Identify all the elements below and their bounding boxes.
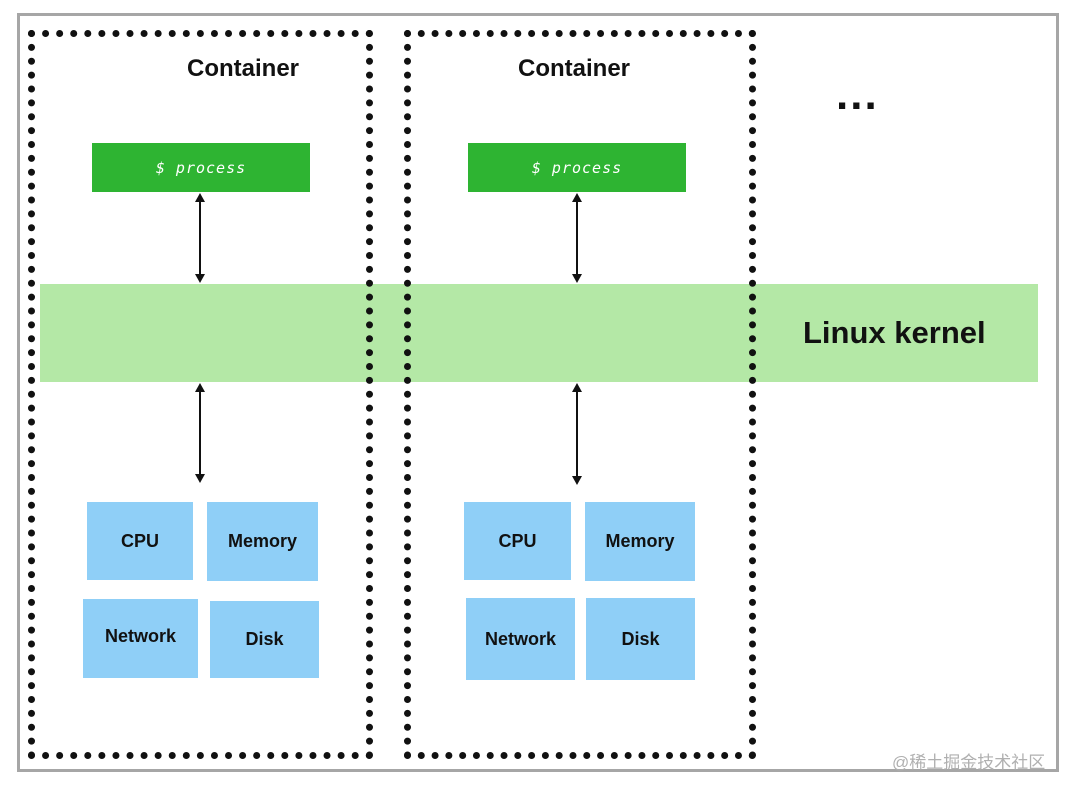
container-1-memory: Memory <box>207 502 318 581</box>
container-2-boundary <box>404 30 756 759</box>
container-2-network: Network <box>466 598 575 680</box>
container-2-cpu: CPU <box>464 502 571 580</box>
container-2-process-kernel-arrow <box>572 193 582 283</box>
container-1-title: Container <box>187 55 300 82</box>
container-2-disk: Disk <box>586 598 695 680</box>
container-1-disk: Disk <box>210 601 319 678</box>
container-1-cpu: CPU <box>87 502 193 580</box>
container-2-title: Container <box>518 55 631 82</box>
container-1-process: $ process <box>92 143 310 192</box>
container-2-kernel-resources-arrow <box>572 383 582 485</box>
container-1-network: Network <box>83 599 198 678</box>
container-2-memory: Memory <box>585 502 695 581</box>
container-1-boundary <box>28 30 373 759</box>
more-containers-ellipsis: ... <box>836 70 879 119</box>
linux-kernel-band <box>40 284 1038 382</box>
watermark: @稀土掘金技术社区 <box>892 753 1046 772</box>
linux-kernel-label: Linux kernel <box>803 315 986 350</box>
container-2-process: $ process <box>468 143 686 192</box>
container-1-kernel-resources-arrow <box>195 383 205 483</box>
container-1-process-kernel-arrow <box>195 193 205 283</box>
